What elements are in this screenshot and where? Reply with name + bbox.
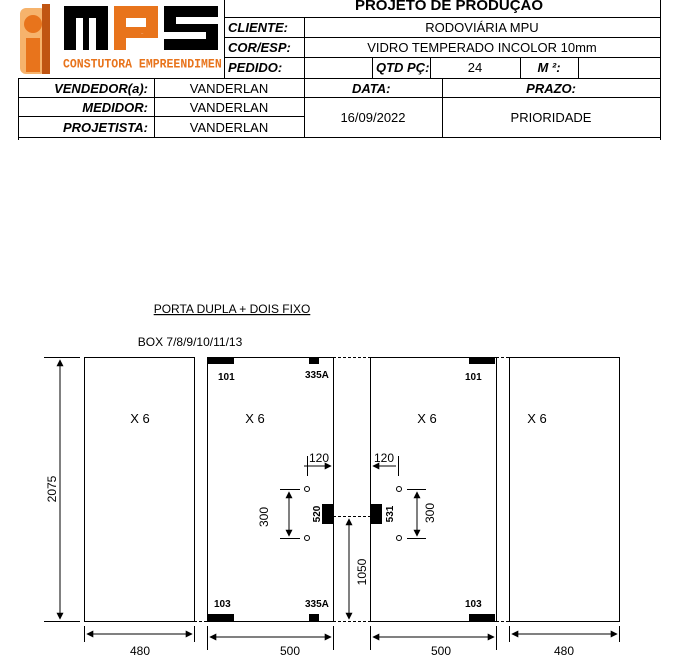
technical-drawing: PORTA DUPLA + DOIS FIXO BOX 7/8/9/10/11/…: [44, 302, 620, 658]
vendedor-value: VANDERLAN: [189, 80, 269, 96]
m2-label: M ²:: [537, 60, 561, 75]
fitting-bottom-mid: [309, 614, 319, 622]
lock-left-label: 520: [312, 505, 323, 522]
page-title: PROJETO DE PRODUÇÃO: [354, 0, 544, 14]
projetista-value: VANDERLAN: [189, 119, 269, 135]
panel-1-qty: X 6: [130, 411, 150, 426]
handle-height-left: 300: [257, 507, 271, 527]
fitting-top-left-label: 101: [218, 372, 235, 383]
drawing-title: PORTA DUPLA + DOIS FIXO: [154, 302, 311, 316]
lock-height-label: 1050: [355, 558, 369, 585]
fitting-top-left: [208, 357, 234, 364]
pedido-label: PEDIDO:: [228, 60, 283, 75]
width-dim-3: 500: [431, 644, 451, 658]
prazo-value: PRIORIDADE: [510, 110, 592, 125]
logo-text: MPS: [141, 33, 144, 35]
vendedor-label: VENDEDOR(a):: [54, 80, 148, 96]
fitting-top-mid: [309, 357, 319, 364]
company-logo: MPS CONSTUTORA EMPREENDIMENTOS: [18, 0, 222, 78]
data-value: 16/09/2022: [340, 110, 406, 125]
prazo-label: PRAZO:: [526, 80, 576, 96]
panel-door-right: [370, 357, 497, 622]
lock-right: [370, 504, 382, 524]
medidor-value: VANDERLAN: [189, 99, 269, 115]
panel-fixed-left: [84, 357, 195, 622]
handle-height-right: 300: [423, 503, 437, 523]
panel-4-qty: X 6: [527, 411, 547, 426]
fitting-bottom-mid-label: 335A: [305, 599, 329, 610]
height-dim-label: 2075: [45, 475, 59, 502]
header-grid: [18, 0, 661, 140]
fitting-top-mid-label: 335A: [305, 370, 329, 381]
width-dim-2: 500: [280, 644, 300, 658]
logo-graphic: MPS: [20, 4, 218, 74]
lock-right-label: 531: [385, 505, 396, 522]
fitting-right-bottom: [469, 614, 495, 622]
fitting-bottom-left: [208, 614, 234, 622]
cliente-label: CLIENTE:: [228, 20, 288, 35]
width-dim-1: 480: [130, 644, 150, 658]
panel-2-qty: X 6: [245, 411, 265, 426]
fitting-bottom-left-label: 103: [214, 599, 231, 610]
panel-fixed-right: [509, 357, 620, 622]
handle-offset-right: 120: [374, 451, 394, 465]
handle-offset-left: 120: [309, 451, 329, 465]
drawing-subtitle: BOX 7/8/9/10/11/13: [138, 335, 243, 349]
cliente-value: RODOVIÁRIA MPU: [425, 20, 539, 35]
qtd-label: QTD PÇ:: [376, 60, 430, 75]
panel-3-qty: X 6: [417, 411, 437, 426]
panel-door-left: [207, 357, 334, 622]
projetista-label: PROJETISTA:: [63, 119, 148, 135]
lock-left: [322, 504, 334, 524]
cor-value: VIDRO TEMPERADO INCOLOR 10mm: [367, 40, 597, 55]
width-dim-4: 480: [554, 644, 574, 658]
logo-subtitle: CONSTUTORA EMPREENDIMENTOS: [63, 56, 222, 72]
fitting-right-top: [469, 357, 495, 364]
cor-label: COR/ESP:: [228, 40, 291, 55]
fitting-right-bottom-label: 103: [465, 599, 482, 610]
fitting-right-top-label: 101: [465, 372, 482, 383]
data-label: DATA:: [352, 80, 391, 96]
medidor-label: MEDIDOR:: [82, 99, 148, 115]
qtd-value: 24: [467, 60, 483, 75]
